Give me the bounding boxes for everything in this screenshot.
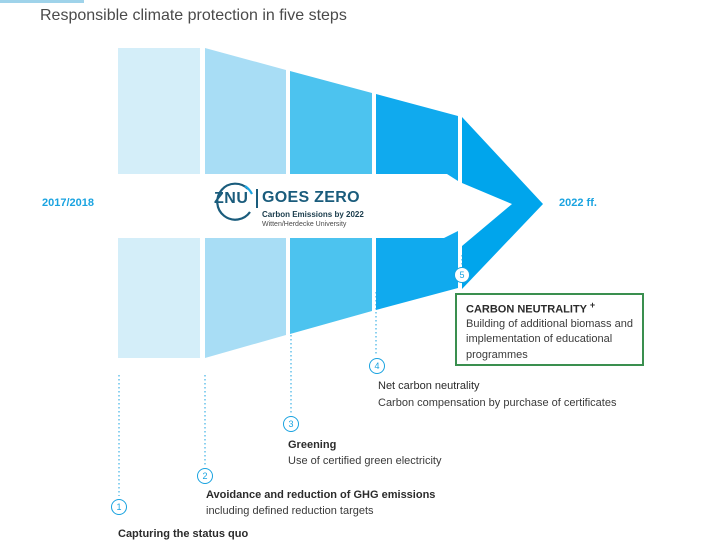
step-3-segment-bottom: [290, 238, 372, 334]
top-accent-bar: [0, 0, 84, 3]
step-4-segment-bottom: [376, 231, 458, 310]
end-year-label: 2022 ff.: [559, 197, 597, 209]
step-2-segment-bottom: [205, 238, 286, 358]
logo-brand: ZNU: [214, 190, 249, 207]
step-2-number: 2: [197, 468, 213, 484]
start-year-label: 2017/2018: [42, 197, 94, 209]
step-1-segment-top: [118, 48, 200, 174]
step-5-number: 5: [454, 267, 470, 283]
step-3-segment-top: [290, 71, 372, 174]
logo-tagline: Carbon Emissions by 2022: [262, 210, 364, 219]
step-3-number: 3: [283, 416, 299, 432]
znu-goes-zero-logo: ZNU GOES ZERO Carbon Emissions by 2022 W…: [212, 178, 364, 236]
logo-ring-icon: [216, 182, 253, 221]
step-1-title: Capturing the status quo: [118, 528, 249, 540]
step-1-number: 1: [111, 499, 127, 515]
step-5-title: CARBON NEUTRALITY +: [466, 300, 596, 316]
step-1-segment-bottom: [118, 238, 200, 358]
logo-divider: [256, 189, 258, 208]
step-2-title: Avoidance and reduction of GHG emissions: [206, 489, 436, 501]
step-2-description: including defined reduction targets: [206, 505, 374, 517]
step-3-description: Use of certified green electricity: [288, 455, 442, 467]
step-3-title: Greening: [288, 439, 337, 451]
carbon-neutrality-box: CARBON NEUTRALITY + Building of addition…: [455, 293, 644, 366]
step-4-description: Carbon compensation by purchase of certi…: [378, 397, 617, 409]
step-5-description: Building of additional biomass and imple…: [466, 317, 633, 361]
step-4-title: Net carbon neutrality: [378, 380, 480, 392]
step-4-segment-top: [376, 94, 458, 181]
step-2-segment-top: [205, 48, 286, 174]
step-4-number: 4: [369, 358, 385, 374]
page-title: Responsible climate protection in five s…: [40, 7, 347, 24]
logo-name: GOES ZERO: [262, 189, 360, 206]
step-5-title-suffix: +: [589, 300, 596, 310]
step-5-arrow-tip: [462, 117, 543, 289]
logo-university: Witten/Herdecke University: [262, 221, 347, 228]
